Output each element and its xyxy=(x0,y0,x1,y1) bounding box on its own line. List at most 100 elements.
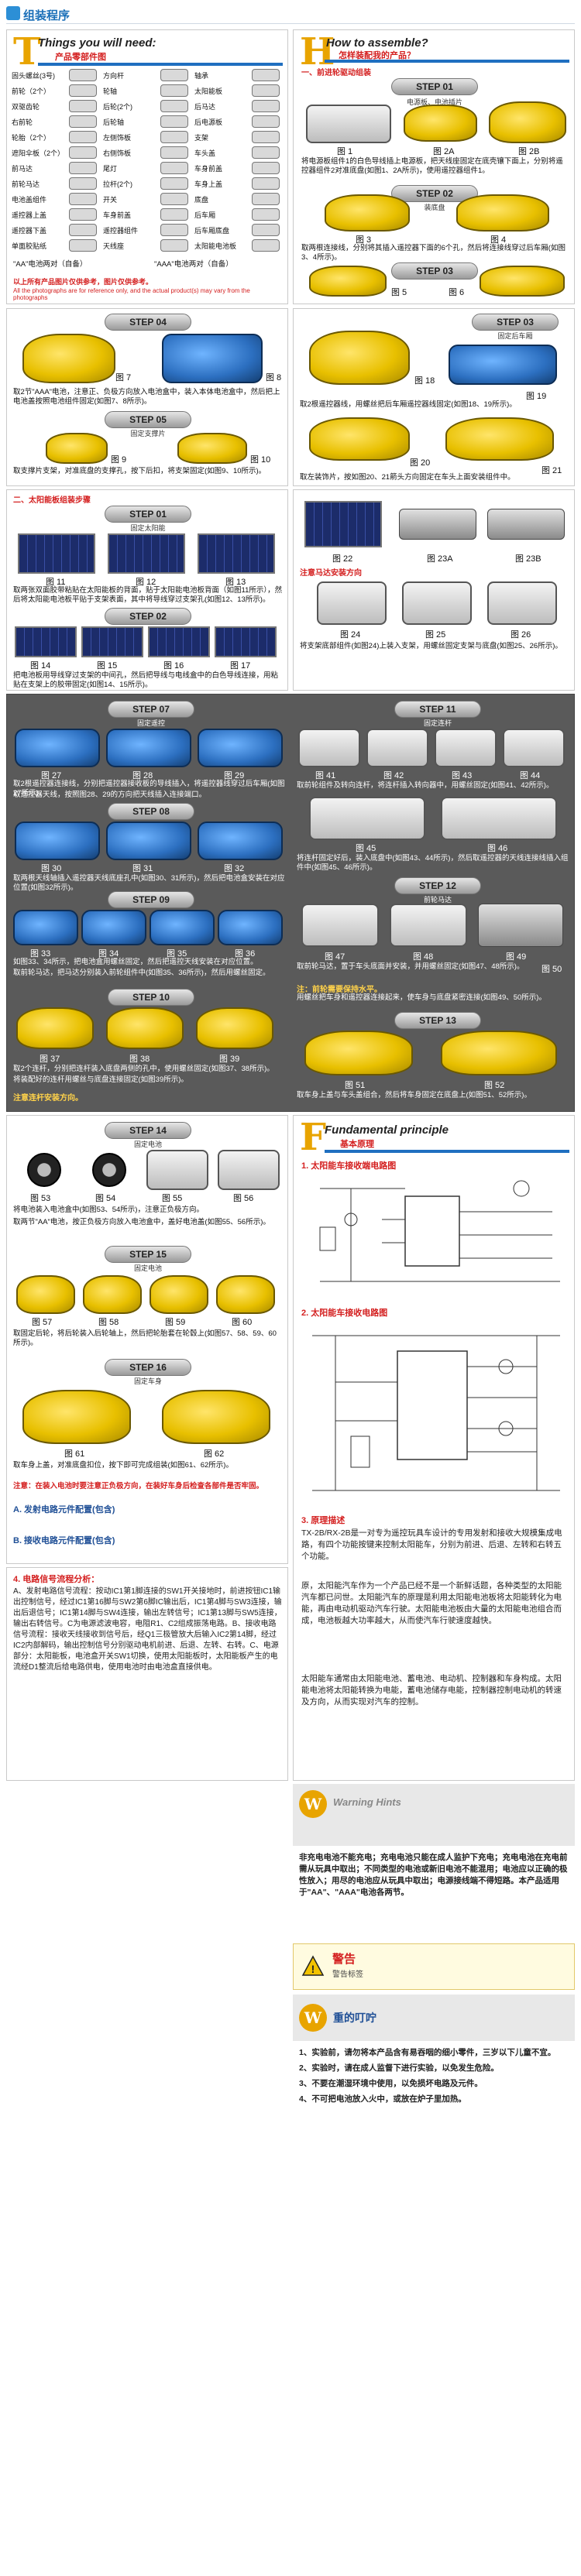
fig-12-label: 图 12 xyxy=(136,578,156,587)
part-icon xyxy=(69,146,97,159)
part-icon xyxy=(252,162,280,174)
principle-title: Fundamental principle xyxy=(325,1123,449,1137)
caption-step-04: 取2节"AAA"电池，注意正、负极方向放入电池盒中，装入本体电池盒中，然后把上电… xyxy=(13,388,280,406)
fig-10-label: 图 10 xyxy=(250,455,271,465)
header-divider xyxy=(6,23,575,24)
fig-45-label: 图 45 xyxy=(356,844,376,853)
tx-config-title: A. 发射电路元件配置(包含) xyxy=(13,1505,115,1514)
part-icon xyxy=(160,131,188,143)
fig-46-illustration xyxy=(441,797,557,840)
caption-fig-24-26: 将支架底部组件(如图24)上装入支架，用螺丝固定支架与底盘(如图25、26所示)… xyxy=(300,642,562,650)
fig-2b-label: 图 2B xyxy=(518,147,540,156)
fig-23b-label: 图 23B xyxy=(515,554,541,564)
caption-step-07: 取2根遥控器连接线，分别把遥控器接收板的导线插入，将遥控器线穿过后车厢(如图27… xyxy=(13,780,285,797)
step-02-sub: 装底盘 xyxy=(424,204,445,211)
warning-hints-block: W Warning Hints xyxy=(293,1784,575,1846)
step-14-sub: 固定电池 xyxy=(133,1141,162,1148)
circuit-2-title: 2. 太阳能车接收电路图 xyxy=(301,1309,388,1318)
part-label: 右侧饰板 xyxy=(103,149,132,157)
part-item: 右前轮 xyxy=(12,115,103,139)
solar-section-title: 二、太阳能板组装步骤 xyxy=(13,496,91,505)
fig-48-illustration xyxy=(390,904,467,947)
part-label: 前轮（2个） xyxy=(12,87,51,95)
fig-35-illustration xyxy=(150,910,215,945)
caption-step-12: 取前轮马达，置于车头底面并安装，并用螺丝固定(如图47、48所示)。 xyxy=(297,962,524,971)
warning-letter-w: W xyxy=(299,1790,327,1818)
part-label: 车身上盖 xyxy=(194,180,223,188)
fig-13-label: 图 13 xyxy=(225,578,246,587)
reminder-title: 重的叮咛 xyxy=(333,2012,376,2024)
fig-19-label: 图 19 xyxy=(526,392,547,401)
part-icon xyxy=(252,208,280,221)
fig-7-label: 图 7 xyxy=(115,373,132,382)
fig-10-illustration xyxy=(177,433,247,464)
fig-60-label: 图 60 xyxy=(232,1318,253,1327)
principle-desc-2: 原，太阳能汽车作为一个产品已经不是一个新鲜话题，各种类型的太阳能汽车都已问世。太… xyxy=(301,1581,562,1625)
assembly-title-bar xyxy=(325,60,569,63)
fig-52-label: 图 52 xyxy=(484,1081,505,1090)
fig-31-illustration xyxy=(106,822,191,860)
part-icon xyxy=(252,100,280,112)
step-07-sub: 固定遥控 xyxy=(136,719,165,727)
fig-25-label: 图 25 xyxy=(425,630,446,640)
fig-23a-label: 图 23A xyxy=(427,554,453,564)
fig-29-label: 图 29 xyxy=(224,771,245,780)
part-icon xyxy=(252,84,280,97)
fig-43-label: 图 43 xyxy=(452,771,473,780)
caption-step-03b: 取2根遥控器线，用螺丝把后车厢遥控器线固定(如图18、19所示)。 xyxy=(300,400,517,409)
warning-triangle-icon: ! xyxy=(301,1955,325,1977)
part-label: 后车厢底盘 xyxy=(194,227,230,235)
fig-17-label: 图 17 xyxy=(230,661,251,671)
signal-analysis-title: 4. 电路信号流程分析： xyxy=(13,1575,100,1584)
parts-footer-cn: 以上所有产品图片仅供参考，图片仅供参考。 xyxy=(13,278,153,286)
part-item: 轮轴 xyxy=(103,84,194,108)
fig-18-label: 图 18 xyxy=(414,376,435,386)
step-12-pill: STEP 12 xyxy=(394,877,481,894)
fig-2a-illustration xyxy=(404,105,477,142)
part-label: 太阳能电池板 xyxy=(194,242,237,250)
part-label: 开关 xyxy=(103,196,118,204)
step-03-pill: STEP 03 xyxy=(391,262,478,280)
part-item: 车身前盖 xyxy=(103,208,194,232)
fig-1-illustration xyxy=(306,105,391,143)
part-icon xyxy=(160,193,188,205)
part-label: 后马达 xyxy=(194,103,216,111)
step-12-sub: 前轮马达 xyxy=(423,896,452,904)
fig-43-illustration xyxy=(435,729,497,767)
assembly-subtitle: 怎样装配我的产品？ xyxy=(339,51,415,60)
solar-step-01-pill: STEP 01 xyxy=(105,506,191,523)
part-icon xyxy=(252,224,280,236)
fig-8-illustration xyxy=(162,334,263,383)
part-item: 后车厢 xyxy=(194,208,286,232)
caption-step-13: 取车身上盖与车头盖组合，然后将车身固定在底盘上(如图51、52所示)。 xyxy=(297,1091,531,1099)
part-icon xyxy=(160,224,188,236)
svg-text:!: ! xyxy=(311,1963,315,1975)
caption-step-11: 取前轮组件及转向连杆，将连杆插入转向器中，用螺丝固定(如图41、42所示)。 xyxy=(297,781,554,790)
part-item: 车身上盖 xyxy=(194,177,286,201)
part-icon xyxy=(252,146,280,159)
part-icon xyxy=(69,131,97,143)
fig-51-label: 图 51 xyxy=(345,1081,366,1090)
fig-17-illustration xyxy=(215,626,277,657)
part-item: 右侧饰板 xyxy=(103,146,194,170)
fig-46-label: 图 46 xyxy=(487,844,508,853)
signal-analysis-body: A、发射电路信号流程：按动IC1第1脚连接的SW1开关接地时，前进按钮IC1输出… xyxy=(13,1587,282,1672)
fig-39-illustration xyxy=(196,1007,273,1049)
fig-26-label: 图 26 xyxy=(511,630,531,640)
fig-54-illustration xyxy=(92,1153,126,1187)
part-icon xyxy=(160,84,188,97)
part-label: 天线座 xyxy=(103,242,125,250)
caption-step-11b: 将连杆固定好后，装入底盘中(如图43、44所示)，然后取遥控器的天线连接线插入组… xyxy=(297,854,569,872)
fig-34-illustration xyxy=(81,910,146,945)
caption-solar-02: 把电池板用导线穿过支架的中间孔，然后把导线与电线盒中的白色导线连接，用粘贴在支架… xyxy=(13,671,279,689)
part-label: 右前轮 xyxy=(12,118,33,126)
page-title: 组装程序 xyxy=(23,9,70,22)
fig-8-label: 图 8 xyxy=(266,373,282,382)
fig-41-label: 图 41 xyxy=(315,771,336,780)
fig-38-illustration xyxy=(106,1007,184,1049)
fig-60-illustration xyxy=(216,1275,275,1314)
part-icon xyxy=(160,100,188,112)
solar-step-02-pill: STEP 02 xyxy=(105,608,191,625)
link-direction-note: 注意连杆安装方向。 xyxy=(13,1094,83,1103)
part-icon xyxy=(160,177,188,190)
